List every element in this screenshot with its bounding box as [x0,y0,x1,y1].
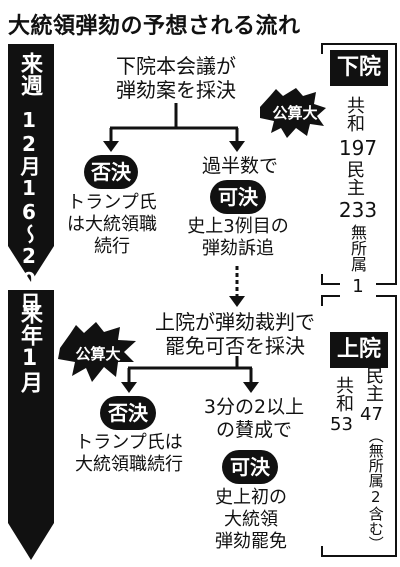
timeline-arrow-next-month [8,290,54,560]
house-pass-text: 史上3例目の 弾劾訴追 [187,216,289,259]
house-ind-label: 無所属 [348,224,367,272]
house-arrow-right [229,141,245,152]
page-title: 大統領弾劾の予想される流れ [8,14,301,39]
house-arrow-left [103,141,119,152]
timeline-arrow-next-week [8,44,54,282]
timeline-next-week-label: 来週 [17,52,42,96]
senate-rep-count: 53 [330,414,353,435]
senate-header: 上院 [330,332,388,368]
senate-dem-count: 47 [360,404,383,425]
senate-ind-note: （無所属2含む） [366,428,385,551]
senate-arrow-left [121,382,137,393]
timeline-dates-label: 12月16〜20日 [17,108,41,312]
house-to-senate-arrow [229,296,245,307]
house-dem-count: 233 [338,198,378,222]
house-rep-label: 共和 [344,96,365,132]
senate-reject-text: トランプ氏は 大統領職続行 [75,432,183,475]
house-reject-pill: 否決 [84,155,138,189]
house-likely-burst [260,88,326,138]
senate-trial-text: 上院が弾劾裁判で 罷免可否を採決 [155,310,315,358]
house-rep-count: 197 [338,136,378,160]
house-vote-text: 下院本会議が 弾劾案を採決 [116,54,236,102]
senate-likely-label: 公算大 [75,345,121,363]
senate-likely-burst [58,322,136,382]
senate-seat-bracket [321,295,397,557]
house-dem-label: 民主 [344,160,365,196]
senate-pass-pill: 可決 [222,450,278,484]
timeline-next-month-label: 来年1月 [17,302,42,393]
house-header: 下院 [330,50,388,86]
house-ind-count: 1 [340,276,376,297]
house-seat-bracket [321,43,397,285]
senate-reject-pill: 否決 [100,396,156,430]
house-pass-pill: 可決 [210,180,266,214]
senate-pass-text: 史上初の 大統領 弾劾罷免 [215,487,287,552]
senate-threshold-text: 3分の2以上 の賛成で [203,396,305,441]
senate-arrow-right [243,382,259,393]
senate-rep-label: 共和 [333,376,354,412]
house-majority-text: 過半数で [201,155,278,177]
senate-dem-label: 民主 [363,366,384,402]
house-reject-text: トランプ氏 は大統領職 続行 [67,192,157,257]
house-likely-label: 公算大 [272,104,318,122]
